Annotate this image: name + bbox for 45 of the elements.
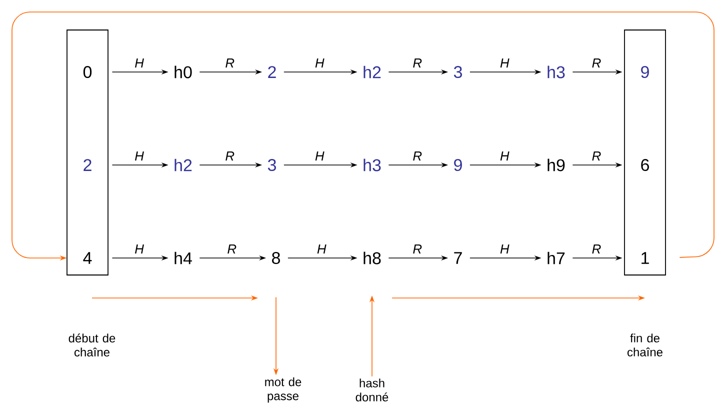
chain-value: h8 [364,252,381,264]
chain-value: 2 [268,66,276,78]
edge-label: R [226,152,234,160]
caption-text: fin de chaîne [628,334,662,356]
edge-label: H [135,152,144,160]
edge-label: H [315,58,324,68]
chain-value: 3 [454,66,462,78]
edge-label: R [592,152,601,160]
chain-value: 1 [642,252,649,264]
chain-value: h9 [548,158,565,172]
chain-value: h0 [174,66,192,78]
chain-value: h7 [548,252,565,264]
edge-label: H [500,244,510,254]
chain-value: h4 [174,252,192,264]
chain-value: h3 [364,158,381,172]
edge-label: H [315,152,324,160]
chain-value: 9 [641,66,649,78]
edge-label: R [413,58,422,68]
chain-value: h2 [364,66,381,78]
chain-value: h2 [174,158,192,172]
chain-value: 0 [83,66,92,78]
edge-label: H [500,152,510,160]
caption-text: mot de passe [265,377,302,403]
chain-value: 6 [641,158,649,172]
chain-box [624,30,666,276]
chain-value: 7 [454,252,462,264]
chain-value: 8 [272,252,280,264]
edge-label: R [228,244,236,254]
edge-label: H [135,244,144,254]
chain-value: 9 [454,158,462,172]
edge-label: H [500,58,510,68]
chain-value: 3 [268,158,276,172]
chain-value: 4 [83,252,92,264]
edge-label: R [413,244,422,254]
edge-label: R [592,58,601,68]
edge-label: H [135,58,144,68]
edge-label: R [413,152,422,160]
caption-text: hash donné [356,378,388,402]
chain-box [66,30,108,276]
edge-label: R [226,58,234,68]
chain-value: h3 [548,66,565,78]
caption-text: début de chaîne [68,334,116,356]
edge-label: R [592,244,601,254]
chain-value: 2 [84,159,92,171]
edge-label: H [317,244,326,254]
